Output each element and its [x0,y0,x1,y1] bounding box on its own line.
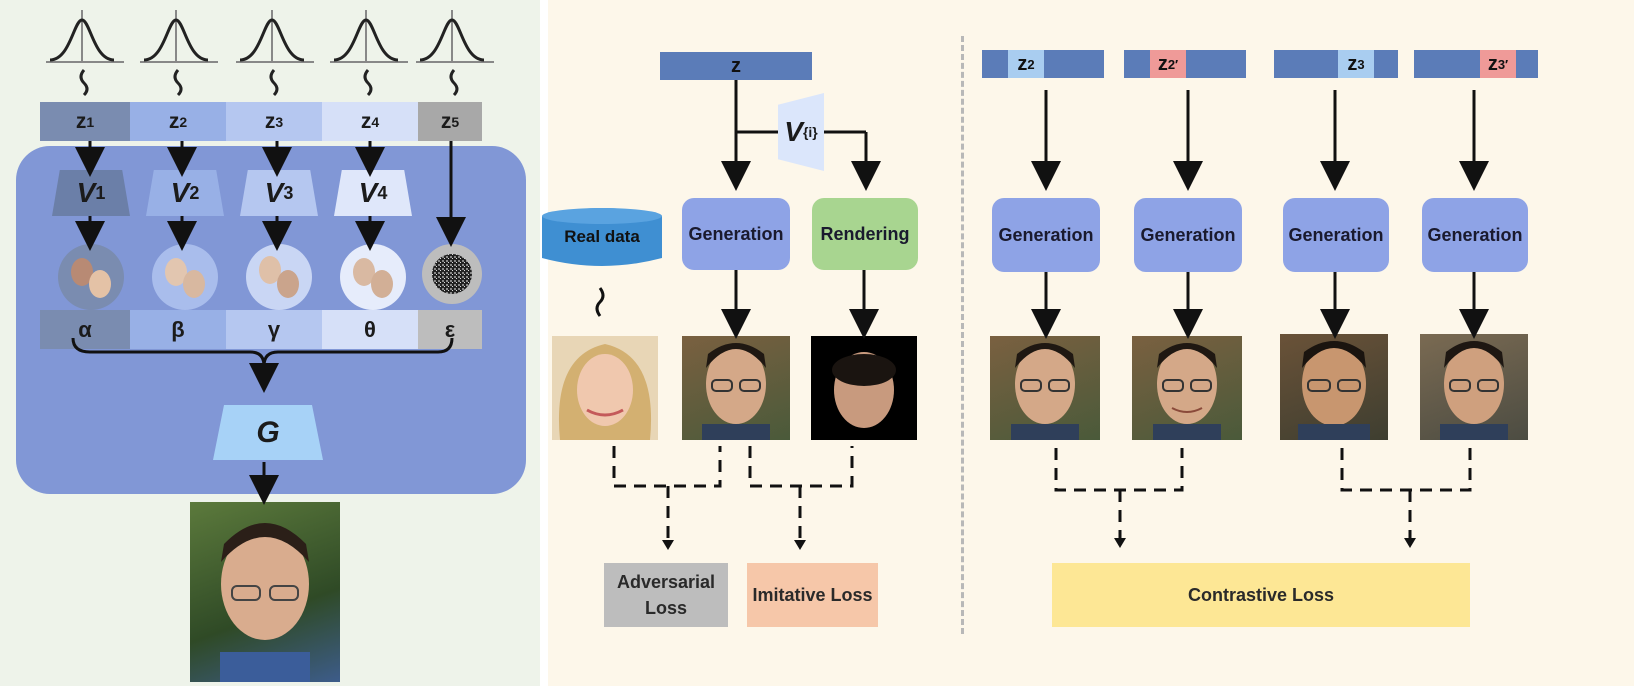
tilde-icon [79,69,89,97]
encoder-vi: V{i} [778,93,824,171]
face-thumbnail-icon [58,244,124,310]
real-data-label: Real data [564,227,640,246]
adversarial-loss: Adversarial Loss [604,563,728,627]
param-gamma: γ [226,310,322,349]
gaussian-icon [419,18,485,62]
gaussian-icon [333,18,399,62]
contrastive-loss: Contrastive Loss [1052,563,1470,627]
param-theta: θ [322,310,418,349]
param-beta: β [130,310,226,349]
generation-box: Generation [1134,198,1242,272]
real-face-image [552,336,658,440]
generated-face-image [990,336,1100,440]
tilde-icon [269,69,279,97]
generator-g: G [213,405,323,460]
rendering-box: Rendering [812,198,918,270]
generated-face-image [682,336,790,440]
face-thumbnail-icon [340,244,406,310]
generated-face-image [1420,334,1528,440]
param-alpha: α [40,310,130,349]
tilde-icon [173,69,183,97]
real-data-cylinder: Real data [541,206,663,268]
portrait-image [190,502,340,682]
generation-box: Generation [682,198,790,270]
tilde-icon [449,69,459,97]
gaussian-icon [239,18,305,62]
panel-separator [961,36,964,634]
tilde-icon [363,69,373,97]
latent-z-bar: z [660,52,812,80]
imitative-loss: Imitative Loss [747,563,878,627]
generation-box: Generation [1283,198,1389,272]
face-thumbnail-icon [152,244,218,310]
generated-face-image [1132,336,1242,440]
face-thumbnail-icon [246,244,312,310]
gaussian-icon [49,18,115,62]
generation-box: Generation [992,198,1100,272]
generated-face-image [1280,334,1388,440]
noise-icon [422,244,482,304]
generation-box: Generation [1422,198,1528,272]
gaussian-icon [143,18,209,62]
rendered-face-image [811,336,917,440]
